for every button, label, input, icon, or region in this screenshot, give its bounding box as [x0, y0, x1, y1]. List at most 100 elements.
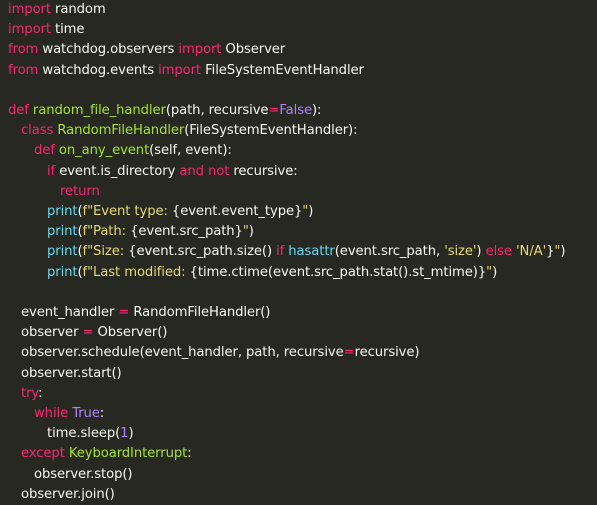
- code-token: observer.schedule(event_handler, path, r…: [21, 345, 344, 361]
- code-token: if: [47, 163, 56, 179]
- code-token: watchdog.events: [38, 62, 159, 78]
- code-line: observer.start(): [21, 364, 122, 384]
- code-token: f"Event type:: [82, 204, 172, 219]
- code-token: on_any_event: [58, 143, 150, 159]
- code-line: time.sleep(1): [47, 424, 134, 444]
- code-token: hasattr: [288, 244, 335, 260]
- code-token: ": [486, 264, 493, 280]
- code-token: (FileSystemEventHandler):: [184, 123, 358, 139]
- code-token: time.sleep(: [47, 426, 121, 442]
- code-token: ": [554, 244, 561, 260]
- code-token: print: [47, 264, 78, 280]
- code-token: (path, recursive: [165, 103, 269, 118]
- code-line: from watchdog.observers import Observer: [8, 40, 285, 60]
- code-token: =: [118, 305, 130, 320]
- code-token: import: [158, 62, 202, 78]
- code-line: print(f"Size: {event.src_path.size() if …: [47, 242, 566, 262]
- code-line: event_handler = RandomFileHandler(): [21, 303, 270, 323]
- code-token: :: [99, 406, 105, 421]
- code-token: ):: [312, 103, 322, 118]
- code-token: class: [21, 123, 54, 139]
- code-token: and: [179, 163, 204, 179]
- code-token: from: [8, 62, 39, 78]
- code-token: (event.src_path,: [334, 244, 445, 260]
- code-token: False: [279, 103, 313, 118]
- code-token: :: [38, 385, 43, 401]
- code-line: import random: [8, 0, 106, 20]
- code-token: (: [77, 244, 83, 260]
- code-token: }: [546, 244, 555, 260]
- code-token: (: [77, 224, 83, 240]
- code-token: print: [47, 244, 78, 260]
- code-line: while True:: [34, 404, 104, 424]
- code-token: 'N/A': [516, 244, 547, 260]
- code-token: observer.stop(): [34, 466, 133, 482]
- code-token: {event.src_path}: [130, 224, 243, 240]
- code-line: try:: [21, 384, 43, 404]
- code-token: ): [308, 204, 314, 219]
- code-token: Observer(): [93, 325, 168, 341]
- code-token: {event.src_path.size(): [128, 244, 277, 260]
- code-token: import: [8, 22, 51, 38]
- code-token: ): [560, 244, 566, 260]
- code-token: print: [47, 204, 78, 219]
- code-token: observer.start(): [21, 365, 122, 381]
- code-line: return: [60, 182, 100, 202]
- code-line: import time: [8, 20, 85, 40]
- code-token: 1: [120, 426, 129, 442]
- code-token: random_file_handler: [32, 103, 166, 118]
- code-token: RandomFileHandler: [57, 123, 185, 139]
- code-token: ): [492, 264, 498, 280]
- code-line: def on_any_event(self, event):: [34, 141, 232, 161]
- code-token: ): [128, 426, 134, 442]
- code-token: import: [8, 2, 51, 17]
- code-token: from: [8, 42, 39, 58]
- code-token: (: [77, 204, 83, 219]
- code-token: =: [82, 325, 94, 341]
- code-token: ): [248, 224, 254, 240]
- code-line: observer = Observer(): [21, 323, 167, 343]
- code-token: else: [485, 244, 512, 260]
- code-token: 'size': [444, 244, 477, 260]
- code-token: while: [34, 406, 69, 421]
- code-token: Observer: [221, 42, 286, 58]
- code-line: print(f"Path: {event.src_path}"): [47, 222, 254, 242]
- code-token: ): [476, 244, 486, 260]
- code-token: def: [8, 103, 29, 118]
- code-line: print(f"Last modified: {time.ctime(event…: [47, 263, 497, 283]
- code-token: recursive): [354, 345, 420, 361]
- code-token: import: [178, 42, 222, 58]
- code-token: watchdog.observers: [38, 42, 179, 58]
- code-line: print(f"Event type: {event.event_type}"): [47, 202, 313, 222]
- code-token: def: [34, 143, 55, 159]
- code-token: recursive:: [229, 163, 298, 179]
- code-token: FileSystemEventHandler: [201, 62, 364, 78]
- code-token: RandomFileHandler(): [129, 305, 271, 320]
- code-line: if event.is_directory and not recursive:: [47, 162, 298, 182]
- code-token: True: [72, 406, 100, 421]
- code-token: f"Path:: [82, 224, 131, 240]
- code-token: ": [242, 224, 249, 240]
- code-token: f"Size:: [82, 244, 129, 260]
- code-token: random: [50, 2, 106, 17]
- code-token: KeyboardInterrupt: [68, 446, 188, 462]
- code-line: observer.join(): [21, 485, 115, 505]
- code-token: f"Last modified:: [82, 264, 190, 280]
- code-token: not: [207, 163, 230, 179]
- code-token: (: [77, 264, 83, 280]
- code-token: try: [21, 385, 39, 401]
- code-token: (self, event):: [149, 143, 232, 159]
- code-token: ": [302, 204, 309, 219]
- code-line: except KeyboardInterrupt:: [21, 444, 192, 464]
- code-token: if: [276, 244, 285, 260]
- code-line: def random_file_handler(path, recursive=…: [8, 101, 322, 121]
- code-token: print: [47, 224, 78, 240]
- code-token: {event.event_type}: [171, 204, 303, 219]
- code-token: time: [50, 22, 85, 38]
- code-line: observer.stop(): [34, 465, 133, 485]
- code-token: =: [268, 103, 280, 118]
- code-line: from watchdog.events import FileSystemEv…: [8, 61, 364, 81]
- code-token: =: [343, 345, 355, 361]
- code-line: class RandomFileHandler(FileSystemEventH…: [21, 121, 358, 141]
